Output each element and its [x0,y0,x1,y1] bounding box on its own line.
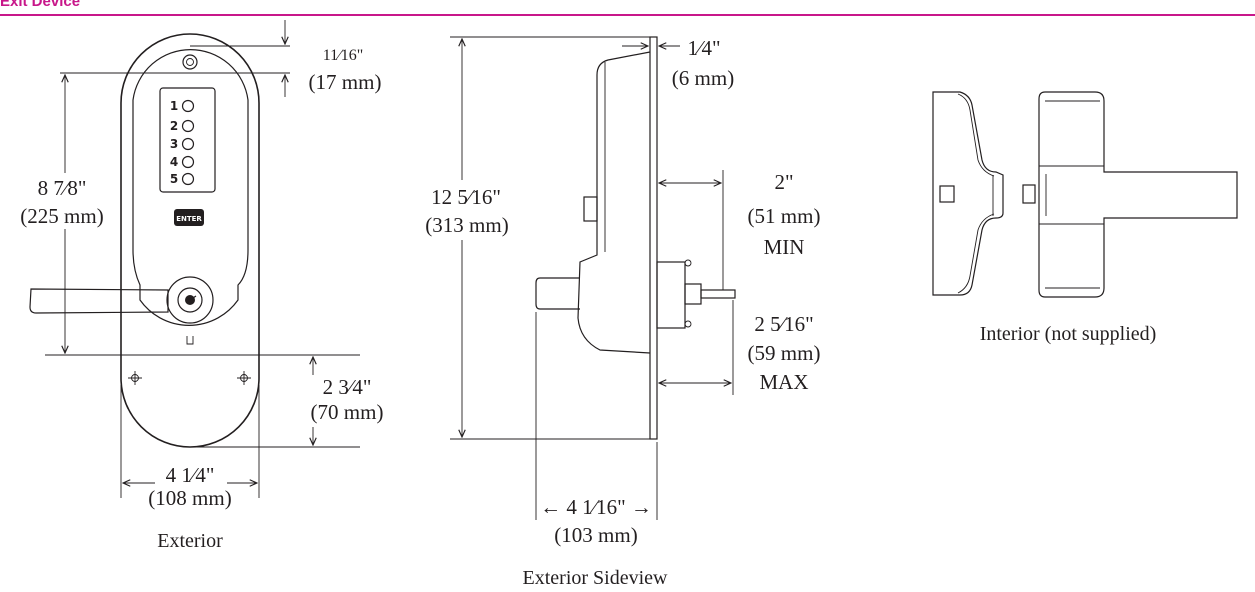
lock-body-profile [577,51,651,354]
dim-bottom-mm: (70 mm) [311,400,384,424]
interior-slot [939,185,955,203]
top-screw [182,54,198,70]
dim-width-mm: (108 mm) [148,486,231,510]
interior-escutcheon-left [932,91,1004,296]
exterior-caption: Exterior [157,530,223,552]
section-title: Exit Device [0,0,81,10]
contour-line [957,213,995,294]
dim-min-inch: 2" [774,170,793,194]
bolt-head [684,320,692,328]
bolt-head [684,259,692,267]
spindle-housing [684,283,702,305]
keypad-buttons: 1 2 3 4 5 [170,99,195,186]
sideview-caption: Exterior Sideview [523,567,669,589]
sideview: 12 5⁄16" (313 mm) 1⁄4" (6 mm) 2" (51 mm)… [413,36,820,589]
key-2: 2 [170,119,178,133]
interior-spindle-stub [1022,184,1036,204]
dim-plate-inch: 1⁄4" [687,36,720,60]
side-tab [583,196,598,222]
dim-min-mm: (51 mm) [748,204,821,228]
dim-total-inch: 12 5⁄16" [431,185,501,209]
key-4: 4 [170,155,178,169]
keypad-button [181,99,195,113]
door-plate [649,36,658,440]
dim-max-inch: 2 5⁄16" [754,312,813,336]
lock-body-outline [132,49,249,326]
lower-screws [128,371,251,385]
dim-min-note: MIN [764,235,805,259]
keypad-button [181,172,195,186]
escutcheon-outline [120,33,260,448]
label-backdrop [155,462,227,486]
dim-width-inch: 4 1⁄4" [166,463,215,487]
interior-caption: Interior (not supplied) [980,323,1157,345]
exit-device-body [1038,91,1238,298]
dim-top-fraction: 11⁄16" [323,47,364,64]
dim-bottom-inch: 2 3⁄4" [323,375,372,399]
key-cylinder [166,276,214,324]
dim-max-mm: (59 mm) [748,341,821,365]
dim-height-inch: 8 7⁄8" [38,176,87,200]
contour-line [957,93,995,177]
exterior-view: 1 2 3 4 5 ENTER [8,20,398,552]
dim-total-mm: (313 mm) [425,213,508,237]
dim-max-note: MAX [759,370,808,394]
lever-handle [29,288,169,314]
section-header: Exit Device [0,0,1255,16]
keypad-button [181,155,195,169]
lever-stub [535,277,580,310]
keypad-button [181,119,195,133]
dim-projection-mm: (103 mm) [554,523,637,547]
contour-line [1039,165,1104,225]
label-backdrop [8,173,120,229]
interior-view: Interior (not supplied) [932,91,1238,345]
enter-label: ENTER [176,215,202,223]
label-backdrop [413,180,521,240]
contour-line [1045,100,1100,289]
enter-button [174,209,204,226]
label-backdrop [298,375,398,427]
key-5: 5 [170,172,178,186]
keypad-button [181,137,195,151]
dim-height-mm: (225 mm) [20,204,103,228]
key-3: 3 [170,137,178,151]
spindle [700,289,736,299]
keypad-panel [159,87,216,193]
header-rule [0,14,1255,16]
dim-plate-mm: (6 mm) [672,66,734,90]
dim-top-mm: (17 mm) [309,70,382,94]
lock-indicator-icon [186,336,194,345]
mounting-bracket [656,261,686,329]
key-1: 1 [170,99,178,113]
dim-projection-inch: ← 4 1⁄16" → [540,495,652,519]
